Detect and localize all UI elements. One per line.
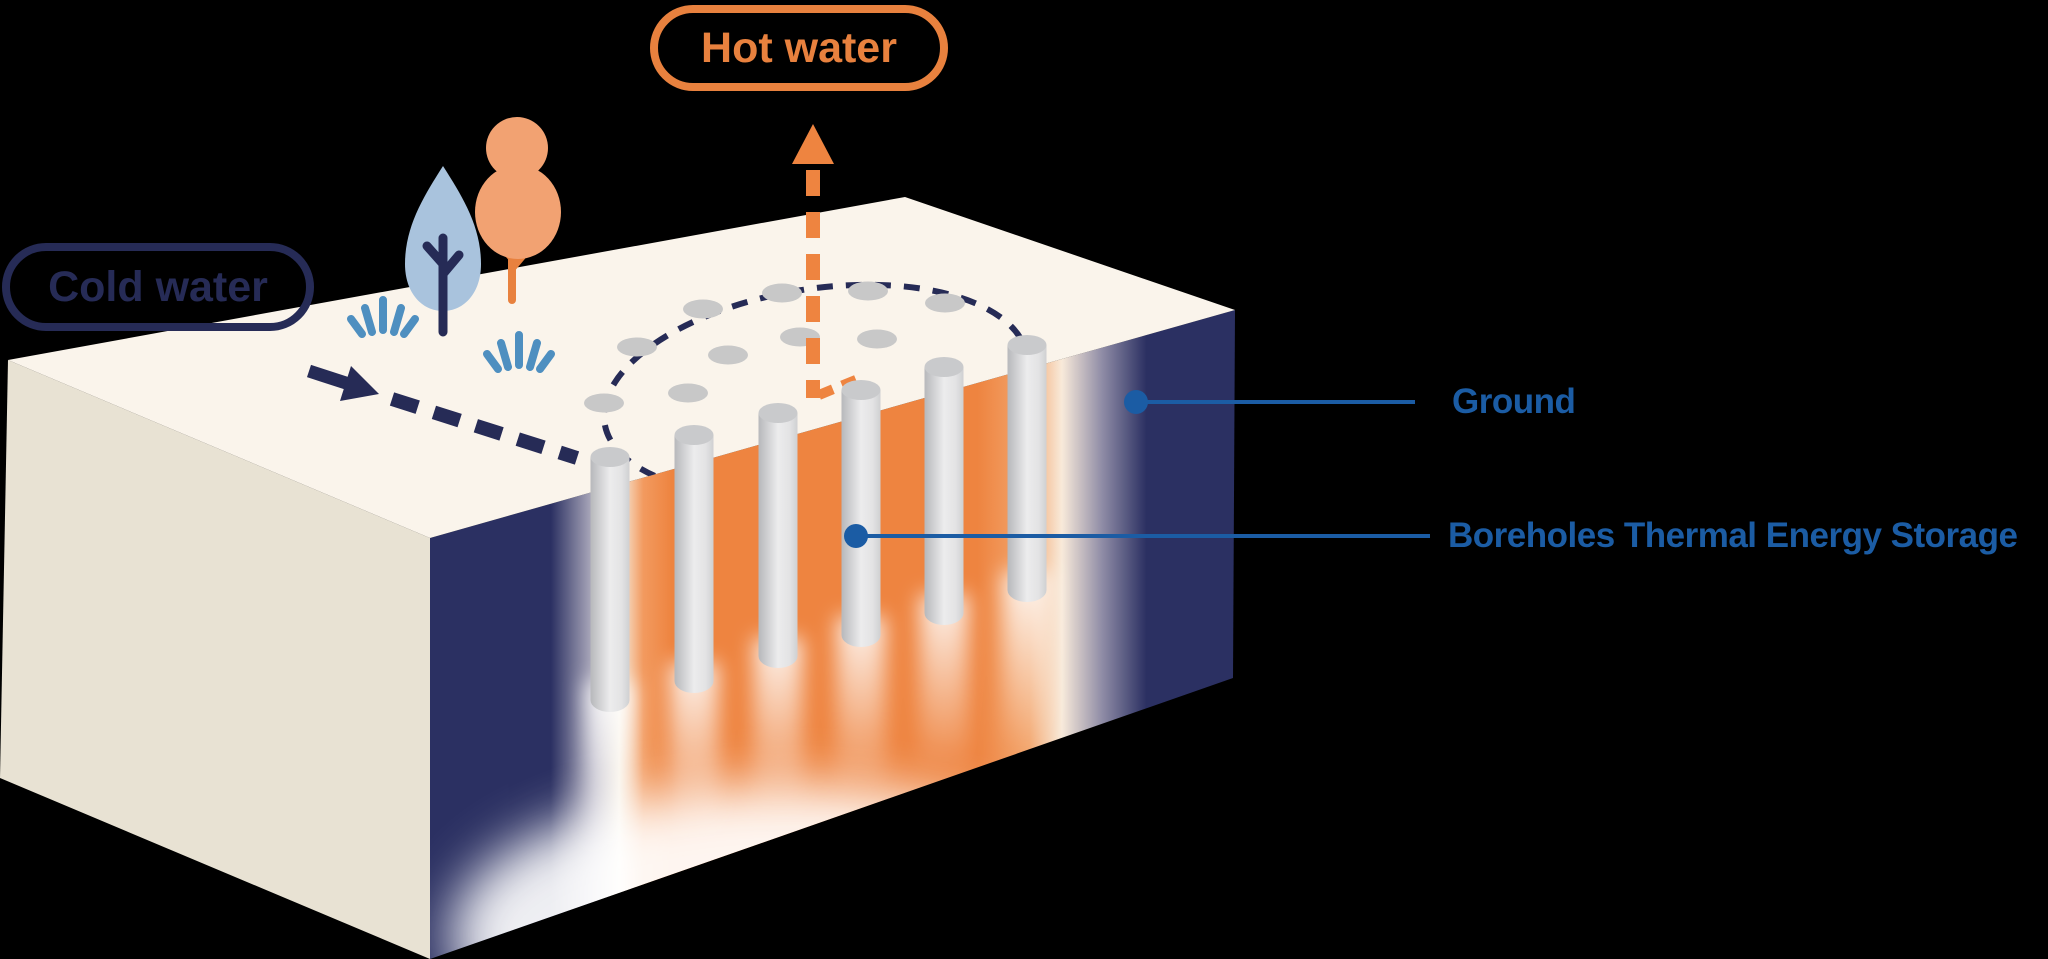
hot-water-label: Hot water [650,5,948,91]
ground-left-face [0,360,430,959]
borehole-cylinder [1007,335,1047,602]
borehole-cylinder [674,425,714,693]
ground-top-face [8,197,1235,538]
btes-callout-leader [844,524,1430,548]
borehole-surface-dots [584,281,965,413]
blue-tree [405,166,481,337]
borehole-cylinder [758,403,798,668]
cold-water-label-text: Cold water [48,262,268,311]
btes-callout-label: Boreholes Thermal Energy Storage [1448,516,2018,555]
borehole-cylinder [924,357,964,625]
borehole-cylinder [841,380,881,647]
borehole-cylinder [590,447,630,712]
cold-water-arrowhead [340,366,379,401]
hot-water-label-text: Hot water [701,23,897,72]
hot-water-arrowhead [792,124,834,164]
cold-water-arrow [306,364,580,465]
ground-callout-leader [1124,390,1415,414]
orange-tree [475,117,561,304]
cold-water-label: Cold water [2,243,314,331]
ground-callout-label: Ground [1452,382,1576,421]
